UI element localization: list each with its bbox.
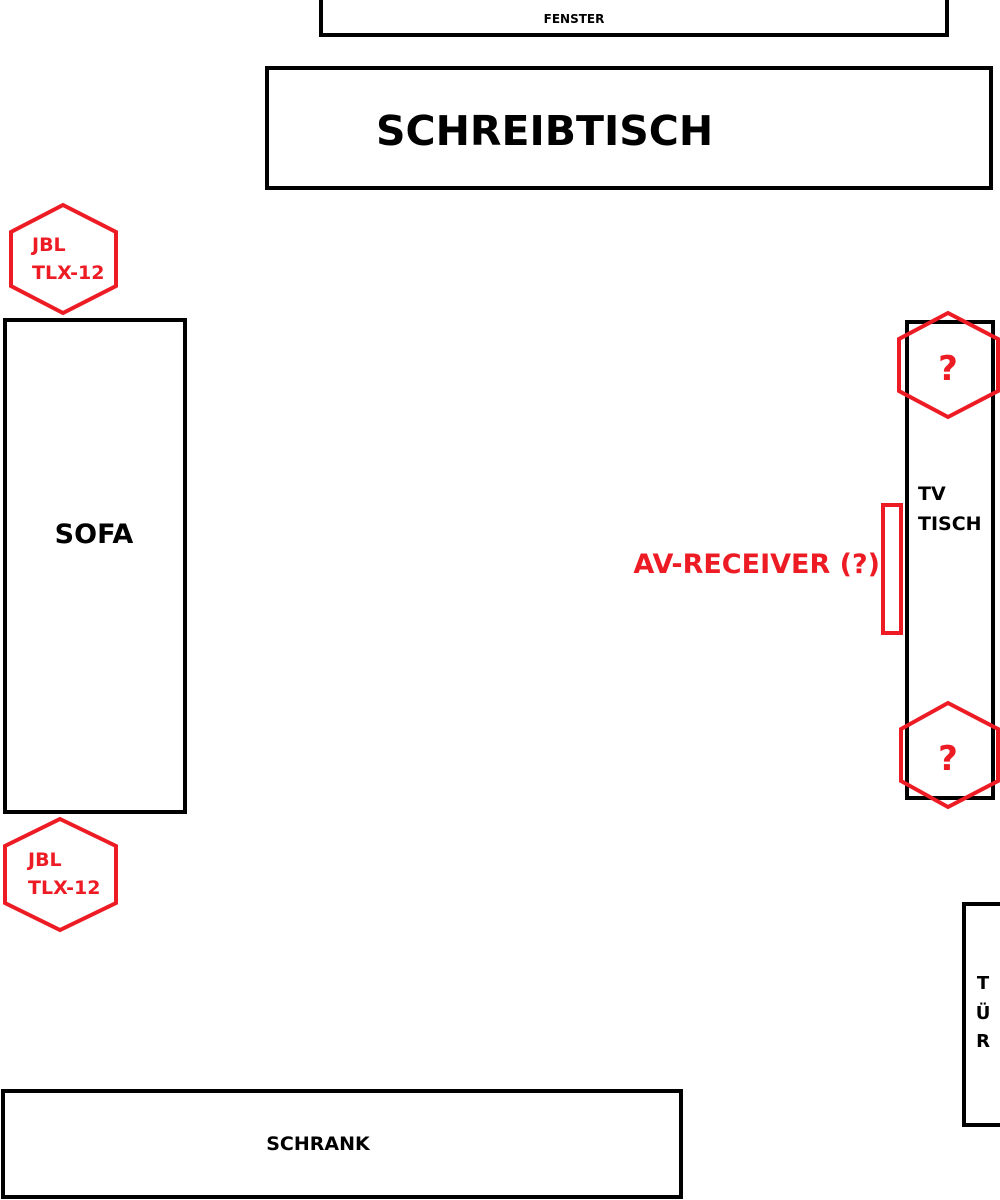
speaker-left-top: JBL TLX-12 — [9, 202, 118, 316]
tv-table-shape — [905, 320, 995, 800]
window-label: FENSTER — [544, 12, 605, 26]
sofa: SOFA — [3, 318, 187, 814]
door-label-u: Ü — [976, 1002, 991, 1024]
door: T Ü R — [962, 902, 1000, 1127]
desk: SCHREIBTISCH — [265, 66, 993, 190]
cabinet-label: SCHRANK — [266, 1133, 371, 1155]
av-receiver-label: AV-RECEIVER (?) — [633, 549, 880, 580]
sofa-shape — [3, 318, 187, 814]
door-label-r: R — [976, 1031, 990, 1052]
desk-label: SCHREIBTISCH — [376, 107, 713, 155]
cabinet: SCHRANK — [1, 1089, 683, 1199]
tv-table: TV TISCH — [905, 320, 995, 800]
door-shape — [962, 902, 1000, 1127]
speaker-model: TLX-12 — [28, 877, 101, 899]
speaker-hexagon — [9, 202, 118, 316]
speaker-brand: JBL — [26, 849, 62, 871]
sofa-label: SOFA — [55, 519, 134, 550]
cabinet-shape — [1, 1089, 683, 1199]
av-receiver-shape — [881, 503, 903, 635]
window: FENSTER — [319, 0, 949, 37]
tv-table-label-line2: TISCH — [918, 513, 982, 535]
speaker-unknown-label: ? — [938, 739, 958, 779]
speaker-unknown-label: ? — [938, 349, 958, 389]
speaker-hexagon — [897, 310, 1000, 420]
speaker-right-top: ? — [897, 310, 1000, 420]
speaker-hexagon — [3, 816, 118, 933]
speaker-left-bottom: JBL TLX-12 — [3, 816, 118, 933]
speaker-brand: JBL — [30, 234, 66, 256]
av-receiver: AV-RECEIVER (?) — [633, 503, 903, 635]
tv-table-label-line1: TV — [918, 483, 946, 505]
window-shape — [319, 0, 949, 37]
speaker-right-bottom: ? — [899, 700, 1000, 810]
desk-shape — [265, 66, 993, 190]
door-label-t: T — [977, 973, 990, 994]
speaker-model: TLX-12 — [32, 262, 105, 284]
speaker-hexagon — [899, 700, 1000, 810]
